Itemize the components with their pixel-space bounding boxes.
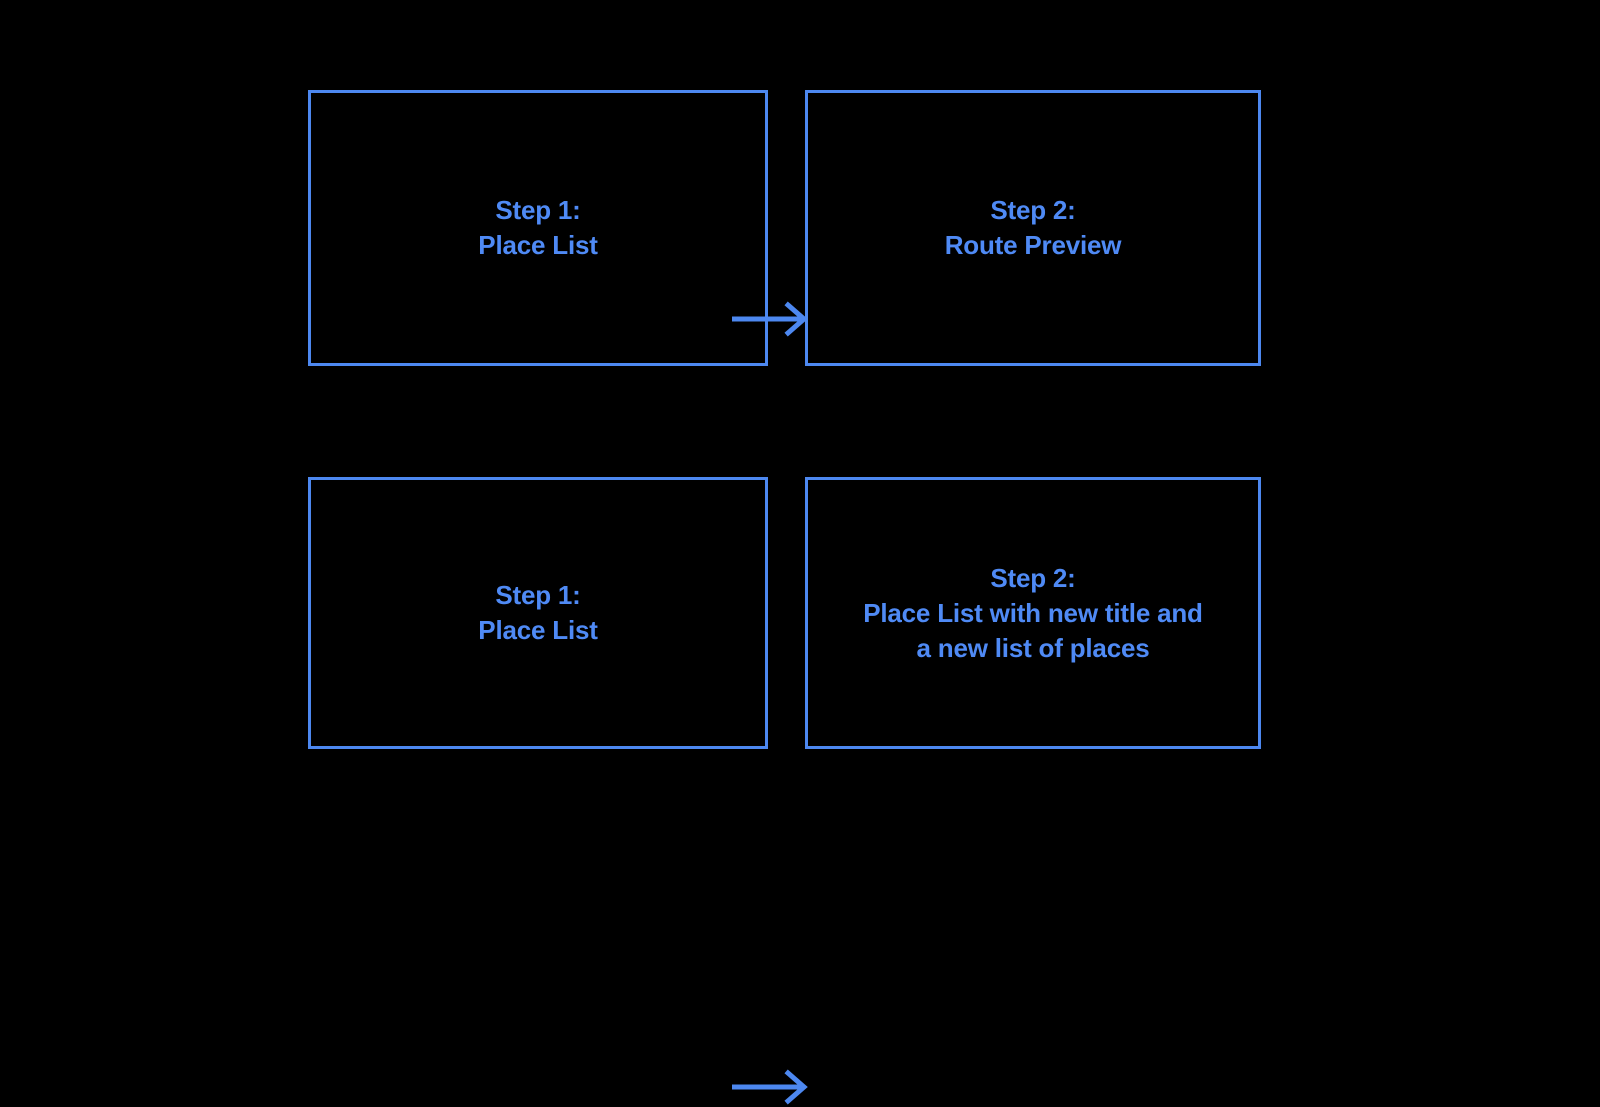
- flow-row-new-place-list: Step 1: Place List Step 2: Place List wi…: [0, 477, 1600, 1105]
- step-box-label: Step 2: Route Preview: [944, 195, 1122, 260]
- flow-row-route-preview: Step 1: Place List Step 2: Route Preview: [0, 90, 1600, 366]
- diagram-canvas: Step 1: Place List Step 2: Route Preview…: [0, 90, 1600, 1105]
- step-box-place-list-bottom[interactable]: Step 1: Place List: [308, 477, 768, 749]
- step-box-route-preview[interactable]: Step 2: Route Preview: [805, 90, 1261, 366]
- step-box-new-place-list[interactable]: Step 2: Place List with new title and a …: [805, 477, 1261, 749]
- step-box-label: Step 1: Place List: [478, 580, 598, 645]
- arrow-right-icon: [728, 1067, 808, 1107]
- step-box-label: Step 2: Place List with new title and a …: [863, 562, 1203, 663]
- step-box-place-list-top[interactable]: Step 1: Place List: [308, 90, 768, 366]
- step-box-label: Step 1: Place List: [478, 195, 598, 260]
